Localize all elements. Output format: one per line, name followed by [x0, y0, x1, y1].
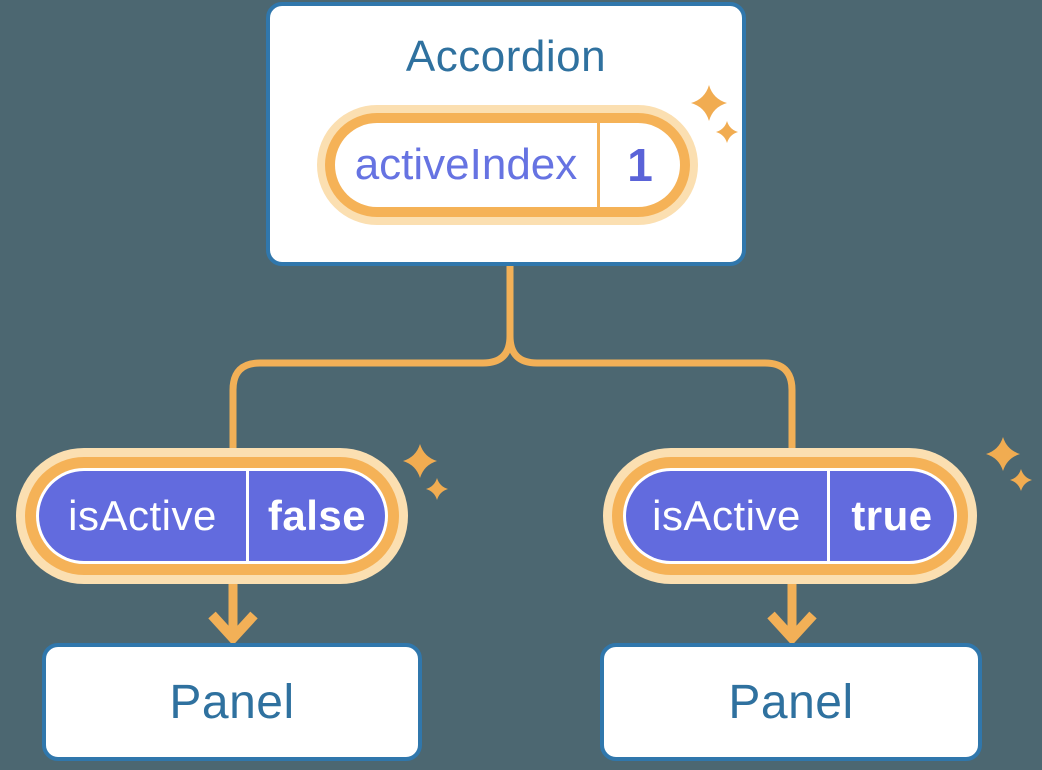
prop-pill-white-ring: isActive false	[36, 468, 388, 564]
state-pill-inner: activeIndex 1	[335, 123, 680, 207]
prop-pill-divider	[246, 471, 249, 561]
sparkle-icon	[986, 437, 1032, 491]
state-pill-label: activeIndex	[354, 140, 578, 189]
panel-title: Panel	[169, 675, 295, 729]
connector-root-to-left-child	[229, 258, 514, 464]
prop-pill-isactive-true: isActive true	[603, 448, 977, 584]
state-pill: activeIndex 1	[317, 105, 698, 225]
accordion-title: Accordion	[405, 32, 607, 81]
prop-pill-label: isActive	[68, 492, 217, 539]
connector-root-to-right-child	[506, 258, 796, 464]
prop-pill-ring: isActive false	[25, 457, 399, 575]
state-pill-ring: activeIndex 1	[325, 113, 690, 217]
prop-pill-divider	[827, 471, 830, 561]
accordion-component-box: Accordion activeIndex 1	[266, 2, 746, 266]
prop-pill-ring: isActive true	[612, 457, 968, 575]
panel-component-box-right: Panel	[600, 643, 982, 761]
prop-pill-label: isActive	[652, 492, 801, 539]
arrow-down-icon	[767, 611, 817, 646]
prop-pill-inner: isActive true	[626, 471, 954, 561]
panel-component-box-left: Panel	[42, 643, 422, 761]
panel-title: Panel	[728, 675, 854, 729]
prop-pill-inner: isActive false	[39, 471, 385, 561]
prop-pill-isactive-false: isActive false	[16, 448, 408, 584]
state-pill-divider	[597, 123, 600, 207]
prop-pill-value: false	[267, 492, 367, 539]
prop-pill-value: true	[851, 492, 933, 539]
arrow-down-icon	[208, 611, 258, 646]
prop-pill-white-ring: isActive true	[623, 468, 957, 564]
state-pill-value: 1	[627, 139, 653, 191]
sparkle-icon	[403, 444, 448, 500]
